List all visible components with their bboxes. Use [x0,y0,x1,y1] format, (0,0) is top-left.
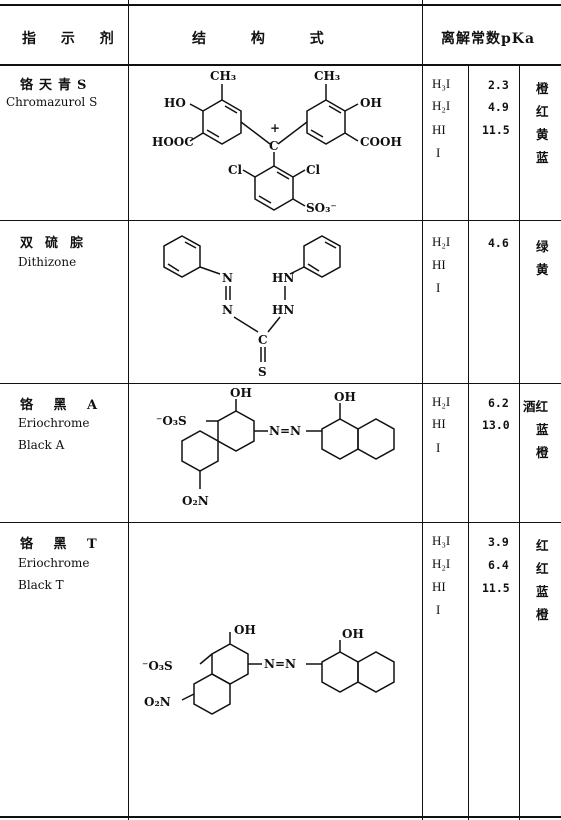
struct-label: COOH [360,135,402,149]
species-form: I [436,602,441,617]
struct-label: + [270,121,280,135]
color-label: 绿 [536,239,549,254]
struct-label: N=N [264,657,296,671]
species-form: H₃I [432,76,451,91]
indicator-name-en: Dithizone [18,255,77,269]
struct-label: N [222,271,233,285]
struct-label: CH₃ [314,69,340,83]
color-label: 红 [536,538,549,553]
pka-value: 6.2 [488,396,509,410]
header-pka: 离解常数pKa [441,31,536,47]
col-divider [128,0,129,820]
indicator-name-cn: 铬 黑 A [20,398,106,413]
struct-label: OH [334,390,356,404]
col-divider [468,65,469,820]
indicator-name-en: Eriochrome [18,556,90,570]
species-form: HI [432,579,446,594]
dithizone-structure: N N HN HN C S [163,235,341,379]
col-divider [519,65,520,820]
table-top-rule [0,4,561,6]
struct-label: HN [272,303,294,317]
struct-label: O₂N [182,494,209,508]
struct-label: HN [272,271,294,285]
color-label: 蓝 [536,422,549,437]
color-label: 蓝 [536,584,549,599]
species-form: I [436,440,441,455]
col-divider [422,0,423,820]
pka-value: 4.6 [488,236,509,250]
pka-value: 2.3 [488,78,509,92]
species-form: H₃I [432,533,451,548]
eriochrome-black-t-structure: OH OH ⁻O₃S N=N O₂N [142,623,395,715]
species-form: HI [432,416,446,431]
indicator-name-en: Chromazurol S [6,95,98,109]
species-form: I [436,145,441,160]
species-form: HI [432,257,446,272]
struct-label: Cl [306,163,321,177]
pka-value: 11.5 [482,581,510,595]
indicator-name-cn: 铬 黑 T [20,537,105,552]
struct-label: C [269,139,279,153]
color-label: 蓝 [536,150,549,165]
pka-value: 4.9 [488,100,509,114]
struct-label: S [258,365,267,379]
table-bottom-rule [0,816,561,818]
pka-value: 11.5 [482,123,510,137]
header-indicator: 指 示 剂 [22,31,124,47]
struct-label: SO₃⁻ [306,201,337,215]
struct-label: OH [342,627,364,641]
indicator-name-en: Black A [18,438,65,452]
row-rule [0,220,561,221]
struct-label: OH [360,96,382,110]
pka-value: 3.9 [488,535,509,549]
species-form: I [436,280,441,295]
struct-label: HOOC [152,135,194,149]
color-label: 橙 [536,81,549,96]
struct-label: ⁻O₃S [156,414,187,428]
eriochrome-black-a-structure: OH OH ⁻O₃S N=N O₂N [156,386,395,508]
indicator-name-cn: 铬天青S [20,78,93,93]
struct-label: ⁻O₃S [142,659,173,673]
color-label: 红 [536,561,549,576]
color-label: 红 [536,104,549,119]
indicator-name-en: Eriochrome [18,416,90,430]
struct-label: HO [164,96,186,110]
color-label: 酒红 [523,399,549,414]
struct-label: OH [234,623,256,637]
species-form: H₂I [432,556,451,571]
struct-label: Cl [228,163,243,177]
struct-label: O₂N [144,695,171,709]
species-form: H₂I [432,394,451,409]
row-rule [0,383,561,384]
header-rule [0,64,561,66]
indicator-name-en: Black T [18,578,64,592]
struct-label: N=N [269,424,301,438]
color-label: 黄 [536,262,549,277]
color-label: 黄 [536,127,549,142]
struct-label: N [222,303,233,317]
chromazurol-structure: CH₃ CH₃ HO OH HOOC COOH + C Cl Cl SO₃⁻ [152,69,402,215]
struct-label: OH [230,386,252,400]
species-form: H₂I [432,234,451,249]
color-label: 橙 [536,607,549,622]
struct-label: C [258,333,268,347]
color-label: 橙 [536,445,549,460]
header-structure: 结 构 式 [192,31,344,47]
row-rule [0,522,561,523]
indicator-name-cn: 双硫腙 [20,236,96,251]
pka-value: 6.4 [488,558,509,572]
pka-value: 13.0 [482,418,510,432]
species-form: HI [432,122,446,137]
struct-label: CH₃ [210,69,236,83]
species-form: H₂I [432,98,451,113]
